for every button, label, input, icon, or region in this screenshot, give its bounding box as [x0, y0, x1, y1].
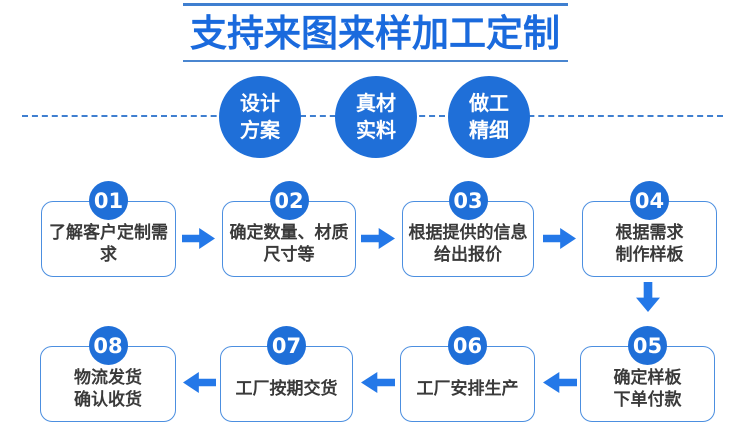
- step-number-badge: 04: [630, 181, 669, 220]
- title-top-rule: [183, 3, 568, 6]
- step-number-badge: 02: [269, 181, 309, 220]
- arrow-left-icon: [361, 372, 395, 393]
- feature-badge-workmanship: 做工 精细: [448, 76, 530, 158]
- arrow-down-icon: [636, 282, 660, 312]
- step-text: 工厂按期交货: [235, 378, 338, 399]
- arrow-left-icon: [543, 372, 577, 393]
- arrow-right-icon: [361, 228, 395, 249]
- feature-badge-design: 设计 方案: [219, 76, 301, 158]
- arrow-right-icon: [182, 228, 215, 249]
- step-box-08: 08 物流发货 确认收货: [40, 326, 176, 422]
- step-number-badge: 01: [89, 181, 128, 220]
- step-box-01: 01 了解客户定制需 求: [41, 181, 176, 277]
- step-number-badge: 05: [628, 326, 667, 365]
- step-number-badge: 08: [88, 326, 128, 365]
- step-text: 工厂安排生产: [416, 378, 519, 399]
- step-box-05: 05 确定样板 下单付款: [580, 326, 715, 422]
- title-underline: [183, 60, 568, 62]
- step-number-badge: 03: [448, 181, 488, 220]
- step-text: 了解客户定制需 求: [49, 222, 168, 265]
- step-number-badge: 07: [267, 326, 306, 365]
- step-text: 物流发货 确认收货: [74, 367, 142, 410]
- page-title: 支持来图来样加工定制: [190, 12, 560, 55]
- step-box-06: 06 工厂安排生产: [400, 326, 535, 422]
- arrow-left-icon: [183, 372, 216, 393]
- step-text: 确定数量、材质 尺寸等: [229, 222, 349, 265]
- step-number-badge: 06: [448, 326, 487, 365]
- step-text: 确定样板 下单付款: [613, 367, 682, 410]
- step-box-02: 02 确定数量、材质 尺寸等: [222, 181, 356, 277]
- step-box-04: 04 根据需求 制作样板: [582, 181, 717, 277]
- step-box-07: 07 工厂按期交货: [220, 326, 353, 422]
- step-text: 根据需求 制作样板: [615, 222, 684, 265]
- feature-badge-materials: 真材 实料: [335, 76, 417, 158]
- step-text: 根据提供的信息 给出报价: [408, 222, 528, 265]
- step-box-03: 03 根据提供的信息 给出报价: [402, 181, 534, 277]
- arrow-right-icon: [543, 228, 576, 249]
